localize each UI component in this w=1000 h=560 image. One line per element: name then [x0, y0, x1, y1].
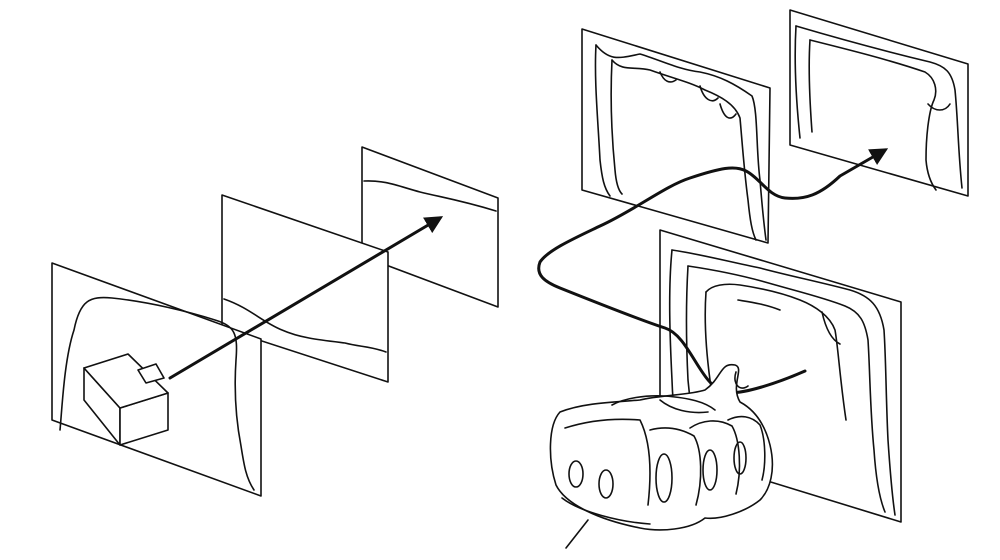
- portal-top-right: [789, 9, 969, 197]
- portal-top-left: [581, 28, 771, 244]
- ride-diagram: [537, 9, 969, 549]
- camera-icon: [83, 353, 169, 446]
- ride-track-path: [537, 148, 889, 395]
- ride-vehicle-icon: [549, 363, 774, 531]
- track-tail: [565, 519, 589, 549]
- camera-diagram: [51, 146, 499, 497]
- middle-plane: [221, 194, 389, 383]
- projection-ray: [168, 216, 444, 380]
